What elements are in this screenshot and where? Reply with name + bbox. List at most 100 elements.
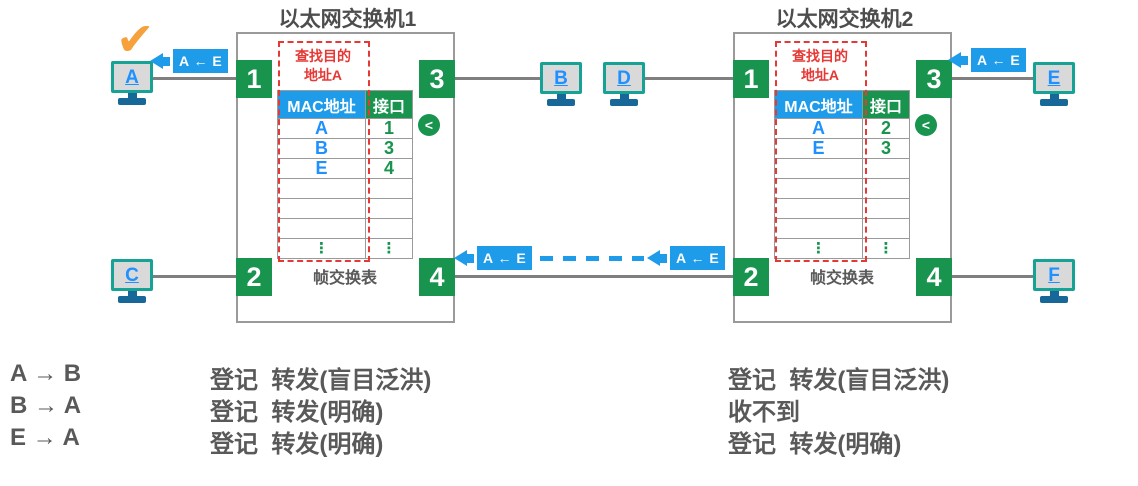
frame-text: A ← E [971, 48, 1027, 72]
mac-table-cell: 4 [366, 158, 413, 179]
sw2-port-1: 1 [733, 60, 769, 98]
mac-table-empty-cell [775, 219, 863, 239]
mac-table-ellipsis: ⋮ [863, 239, 910, 259]
sw1-port-1: 1 [236, 60, 272, 98]
sw1-port-2: 2 [236, 258, 272, 296]
left-arrow-icon [948, 52, 961, 68]
frame-table-caption: 帧交换表 [809, 270, 874, 287]
link-sw2-port4-host-f [951, 275, 1034, 278]
frame-text: A ← E [670, 246, 726, 270]
mac-table-empty-cell [366, 179, 413, 199]
lookup-note-line2: 地址A [800, 67, 840, 83]
sw1-result-row-1: 登记 转发(盲目泛洪) [210, 367, 432, 394]
sw2-result-row-2: 收不到 [728, 399, 800, 426]
mac-table-empty-cell [278, 219, 366, 239]
monitor-neck [1049, 94, 1059, 99]
mac-table-cell: 1 [366, 118, 413, 139]
back-chevron-icon: < [915, 114, 937, 136]
sw2-port-4: 4 [916, 258, 952, 296]
host-e: E [1032, 62, 1076, 106]
host-label: D [617, 67, 631, 89]
lookup-note: 查找目的 地址A [775, 47, 865, 85]
link-sw1-port4-sw2-port2 [455, 275, 734, 278]
switch-2-title: 以太网交换机2 [775, 8, 914, 31]
mac-table-cell: 3 [366, 138, 413, 159]
sw2-result-row-1: 登记 转发(盲目泛洪) [728, 367, 950, 394]
left-arrow-icon [454, 250, 467, 266]
host-label: E [1047, 67, 1061, 89]
frame-label-from-host-e: A ← E [948, 47, 1027, 73]
mac-table-cell: 3 [863, 138, 910, 159]
monitor-icon: B [540, 62, 582, 94]
link-sw2-port3-host-e [951, 77, 1034, 80]
check-icon: ✔ [116, 13, 155, 65]
frame-table-caption: 帧交换表 [312, 270, 377, 287]
monitor-icon: D [603, 62, 645, 94]
link-sw1-port3-host-b [455, 77, 541, 80]
switch-1-title: 以太网交换机1 [278, 8, 417, 31]
frame-label-to-host-a: A ← E [150, 48, 229, 74]
frame-label-sw2-port2: A ← E [647, 245, 726, 271]
frame-text: A ← E [477, 246, 533, 270]
link-host-c-sw1-port2 [150, 275, 238, 278]
event-row-2: B → A [10, 392, 82, 419]
lookup-note-line1: 查找目的 [295, 48, 351, 64]
host-label: A [125, 66, 139, 88]
monitor-icon: F [1033, 259, 1075, 291]
monitor-icon: C [111, 259, 153, 291]
lookup-note: 查找目的 地址A [278, 47, 368, 85]
monitor-base [1040, 296, 1068, 303]
frame-label-sw1-port4: A ← E [454, 245, 533, 271]
monitor-base [118, 296, 146, 303]
event-row-1: A → B [10, 360, 82, 387]
left-arrow-icon [150, 53, 163, 69]
left-arrow-icon [961, 55, 968, 65]
monitor-neck [1049, 291, 1059, 296]
dashed-frame-path [540, 256, 644, 261]
left-arrow-icon [660, 253, 667, 263]
mac-table-cell: E [278, 158, 366, 179]
mac-table-cell: A [278, 118, 366, 139]
monitor-neck [127, 93, 137, 98]
mac-table-empty-cell [863, 159, 910, 179]
mac-table-empty-cell [278, 199, 366, 219]
monitor-neck [556, 94, 566, 99]
mac-table-header-mac: MAC地址 [278, 91, 366, 119]
ethernet-switch-2: 以太网交换机2 查找目的 地址A MAC地址 接口 A 2 E 3 ⋮ ⋮ 帧交… [733, 8, 952, 323]
sw2-port-2: 2 [733, 258, 769, 296]
host-f: F [1032, 259, 1076, 303]
back-chevron-icon: < [418, 114, 440, 136]
mac-table-cell: B [278, 138, 366, 159]
mac-table-cell: 2 [863, 118, 910, 139]
ethernet-switch-1: 以太网交换机1 查找目的 地址A MAC地址 接口 A 1 B 3 E 4 ⋮ … [236, 8, 455, 323]
mac-table-ellipsis: ⋮ [775, 239, 863, 259]
mac-table-cell: E [775, 138, 863, 159]
monitor-base [118, 98, 146, 105]
left-arrow-icon [163, 56, 170, 66]
mac-table-ellipsis: ⋮ [278, 239, 366, 259]
host-c: C [110, 259, 154, 303]
mac-table-empty-cell [775, 179, 863, 199]
monitor-neck [127, 291, 137, 296]
host-label: F [1048, 264, 1060, 286]
mac-table-empty-cell [863, 219, 910, 239]
sw1-result-row-3: 登记 转发(明确) [210, 431, 384, 458]
mac-table-cell: A [775, 118, 863, 139]
host-label: B [554, 67, 568, 89]
host-b: B [539, 62, 583, 106]
sw2-result-row-3: 登记 转发(明确) [728, 431, 902, 458]
monitor-base [1040, 99, 1068, 106]
mac-table-empty-cell [366, 219, 413, 239]
mac-table-empty-cell [775, 199, 863, 219]
mac-table-sw2: MAC地址 接口 A 2 E 3 ⋮ ⋮ [774, 90, 910, 259]
sw2-port-3: 3 [916, 60, 952, 98]
mac-table-empty-cell [863, 199, 910, 219]
host-a: A [110, 61, 154, 105]
monitor-icon: E [1033, 62, 1075, 94]
event-row-3: E → A [10, 424, 80, 451]
link-host-d-sw2-port1 [644, 77, 734, 80]
frame-text: A ← E [173, 49, 229, 73]
mac-table-empty-cell [366, 199, 413, 219]
monitor-icon: A [111, 61, 153, 93]
